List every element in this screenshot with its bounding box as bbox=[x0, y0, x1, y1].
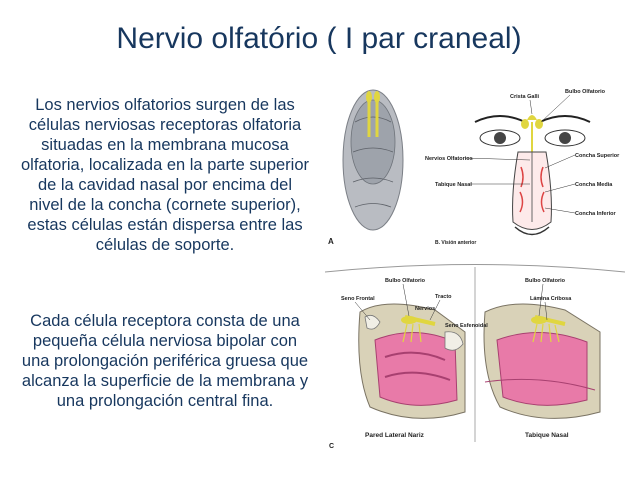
letter-c: C bbox=[329, 443, 334, 450]
olfactory-nerve-sagittal-illustration: Bulbo Olfatorio Bulbo Olfatorio Seno Fro… bbox=[324, 262, 626, 452]
label-lamina-cribosa: Lámina Cribosa bbox=[530, 296, 572, 302]
label-bulbo-olfatorio-left: Bulbo Olfatorio bbox=[385, 278, 426, 284]
label-seno-frontal: Seno Frontal bbox=[341, 296, 375, 302]
letter-a: A bbox=[328, 237, 334, 246]
sagittal-view-svg: Bulbo Olfatorio Bulbo Olfatorio Seno Fro… bbox=[324, 262, 626, 452]
anterior-view-svg: A B. Visión anterior Crista Galli Bulbo … bbox=[328, 89, 620, 246]
label-pared-lateral-nariz: Pared Lateral Nariz bbox=[365, 432, 425, 439]
label-concha-superior: Concha Superior bbox=[575, 153, 620, 159]
label-bulbo-olfatorio-right: Bulbo Olfatorio bbox=[525, 278, 566, 284]
label-concha-inferior: Concha Inferior bbox=[575, 211, 617, 217]
brain-base-drawing bbox=[342, 89, 404, 231]
nasal-septum-section bbox=[483, 303, 601, 419]
paragraph-receptor-cell: Cada célula receptora consta de una pequ… bbox=[21, 312, 309, 410]
label-tabique-nasal-top: Tabique Nasal bbox=[435, 182, 472, 188]
label-crista-galli: Crista Galli bbox=[510, 94, 540, 100]
caption-anterior: B. Visión anterior bbox=[435, 240, 476, 246]
label-tracto: Tracto bbox=[435, 294, 452, 300]
label-tabique-nasal-bottom: Tabique Nasal bbox=[525, 432, 569, 439]
label-nervios-olfatorios: Nervios Olfatorios bbox=[425, 156, 473, 162]
olfactory-nerve-anterior-illustration: A B. Visión anterior Crista Galli Bulbo … bbox=[325, 82, 625, 257]
label-nervios: Nervios bbox=[415, 306, 435, 312]
paragraph-olfactory-origin: Los nervios olfatorios surgen de las cél… bbox=[21, 96, 310, 254]
label-bulbo-olfatorio-top: Bulbo Olfatorio bbox=[565, 89, 606, 95]
lateral-wall-section bbox=[358, 303, 466, 419]
slide-title: Nervio olfatório ( I par craneal) bbox=[116, 22, 522, 55]
label-seno-esfenoidal: Seno Esfenoidal bbox=[445, 323, 488, 329]
label-concha-media: Concha Media bbox=[575, 182, 613, 188]
face-anterior-drawing bbox=[474, 115, 591, 236]
